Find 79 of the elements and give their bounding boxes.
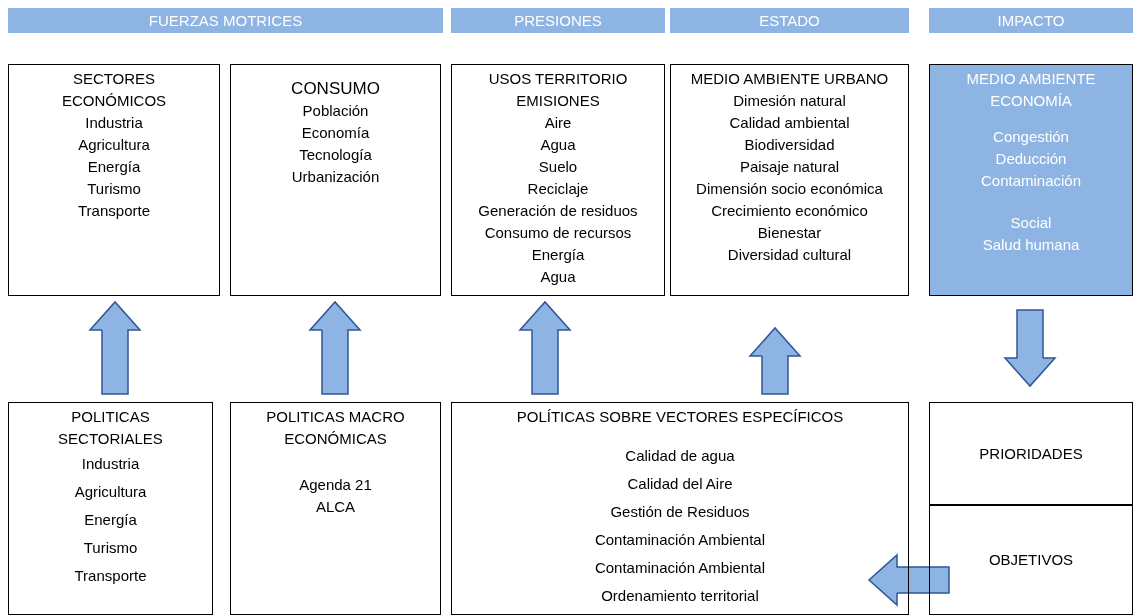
block-arrow (1003, 309, 1057, 388)
list-item: Agricultura (73, 482, 148, 502)
list-item: Agua (539, 135, 577, 155)
header-band (8, 8, 443, 33)
box-heading: POLITICAS SECTORIALES (57, 407, 164, 449)
list-item: Agricultura (77, 135, 151, 155)
box-heading: USOS TERRITORIO (487, 69, 629, 89)
list-item: Agua (539, 267, 577, 287)
list-item: Salud humana (981, 235, 1081, 255)
list-item: Paisaje natural (738, 157, 841, 177)
text-box (670, 64, 909, 296)
list-item: Biodiversidad (743, 135, 836, 155)
block-arrow (518, 300, 572, 395)
list-item: Gestión de Residuos (609, 502, 751, 522)
text-box (451, 64, 665, 296)
text-box (8, 402, 213, 615)
box-heading: SECTORES ECONÓMICOS (60, 69, 168, 111)
list-item: Energía (530, 245, 586, 265)
list-item: Contaminación (979, 171, 1083, 191)
text-box (929, 402, 1133, 505)
list-item: Urbanización (290, 167, 381, 187)
list-item: Crecimiento económico (710, 201, 869, 221)
list-item: Energía (86, 157, 142, 177)
highlight-box (929, 64, 1133, 296)
list-item: Energía (83, 510, 138, 530)
list-item: Ordenamiento territorial (600, 586, 760, 606)
text-box (929, 505, 1133, 615)
list-item: Dimensión socio económica (695, 179, 884, 199)
list-item: Transporte (77, 201, 151, 221)
list-item: Turismo (82, 538, 139, 558)
list-item: Social (1009, 213, 1053, 233)
list-item: ALCA (314, 497, 357, 517)
block-arrow (867, 553, 950, 607)
list-item: Reciclaje (526, 179, 590, 199)
list-item: Agenda 21 (298, 475, 373, 495)
list-item: Deducción (994, 149, 1068, 169)
text-box (8, 64, 220, 296)
box-heading: PRIORIDADES (978, 443, 1084, 464)
list-item: Generación de residuos (477, 201, 639, 221)
list-item: Contaminación Ambiental (593, 558, 767, 578)
list-item: Calidad del Aire (626, 474, 734, 494)
box-heading: OBJETIVOS (987, 550, 1075, 570)
list-item: Turismo (86, 179, 142, 199)
column-header: PRESIONES (513, 10, 603, 31)
list-item: Consumo de recursos (483, 223, 633, 243)
box-heading: MEDIO AMBIENTE (965, 69, 1097, 89)
box-heading: POLÍTICAS SOBRE VECTORES ESPECÍFICOS (515, 407, 845, 427)
text-box (230, 402, 441, 615)
column-header: IMPACTO (996, 10, 1066, 31)
block-arrow (748, 326, 802, 395)
column-header: FUERZAS MOTRICES (147, 10, 304, 31)
list-item: Suelo (537, 157, 579, 177)
column-header: ESTADO (758, 10, 821, 31)
list-item: Contaminación Ambiental (593, 530, 767, 550)
list-item: Economía (300, 123, 371, 143)
box-heading: EMISIONES (515, 91, 601, 111)
list-item: Industria (80, 454, 141, 474)
block-arrow (88, 300, 142, 395)
box-heading: CONSUMO (290, 78, 381, 100)
list-item: Calidad ambiental (728, 113, 851, 133)
box-heading: POLITICAS MACRO ECONÓMICAS (265, 407, 406, 449)
block-arrow (308, 300, 362, 395)
header-band (670, 8, 909, 33)
box-heading: MEDIO AMBIENTE URBANO (689, 69, 890, 89)
list-item: Transporte (73, 566, 148, 586)
header-band (929, 8, 1133, 33)
text-box (451, 402, 909, 615)
list-item: Congestión (992, 127, 1070, 147)
header-band (451, 8, 665, 33)
list-item: Población (301, 101, 370, 121)
list-item: Aire (543, 113, 573, 133)
box-heading: ECONOMÍA (989, 91, 1073, 111)
list-item: Diversidad cultural (726, 245, 853, 265)
list-item: Tecnología (298, 145, 373, 165)
list-item: Industria (84, 113, 144, 133)
list-item: Calidad de agua (624, 446, 736, 466)
list-item: Bienestar (756, 223, 823, 243)
text-box (230, 64, 441, 296)
list-item: Dimesión natural (732, 91, 847, 111)
